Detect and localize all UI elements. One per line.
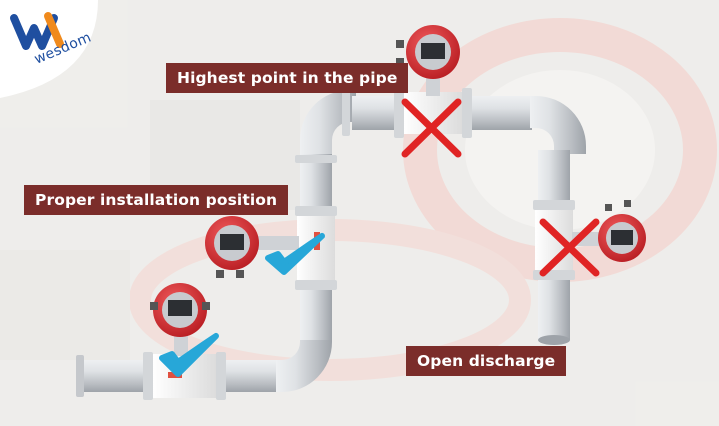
label-highest-point: Highest point in the pipe (166, 63, 409, 93)
logo-badge (0, 0, 98, 98)
transmitter-head-top (396, 25, 460, 96)
cross-icon (401, 98, 462, 158)
transmitter-head-riser (205, 216, 299, 278)
label-open-discharge: Open discharge (406, 346, 567, 376)
transmitter-head-bottom (150, 283, 210, 356)
check-icon (159, 333, 219, 377)
label-proper-position: Proper installation position (24, 185, 289, 215)
cross-icon (539, 218, 600, 277)
brand-logo: wesdom (0, 0, 98, 98)
check-icon (265, 233, 325, 275)
